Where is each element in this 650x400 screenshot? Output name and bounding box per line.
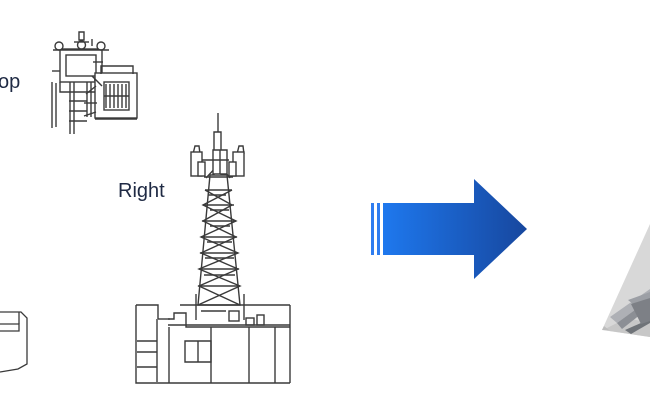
rooftop-equipment-icon [51, 31, 138, 134]
telecom-tower-icon [135, 113, 291, 384]
left-building-fragment [0, 311, 28, 373]
3d-model-icon [602, 224, 650, 337]
top-label: op [0, 71, 21, 93]
right-arrow-icon [371, 179, 527, 279]
right-label: Right [118, 180, 165, 202]
